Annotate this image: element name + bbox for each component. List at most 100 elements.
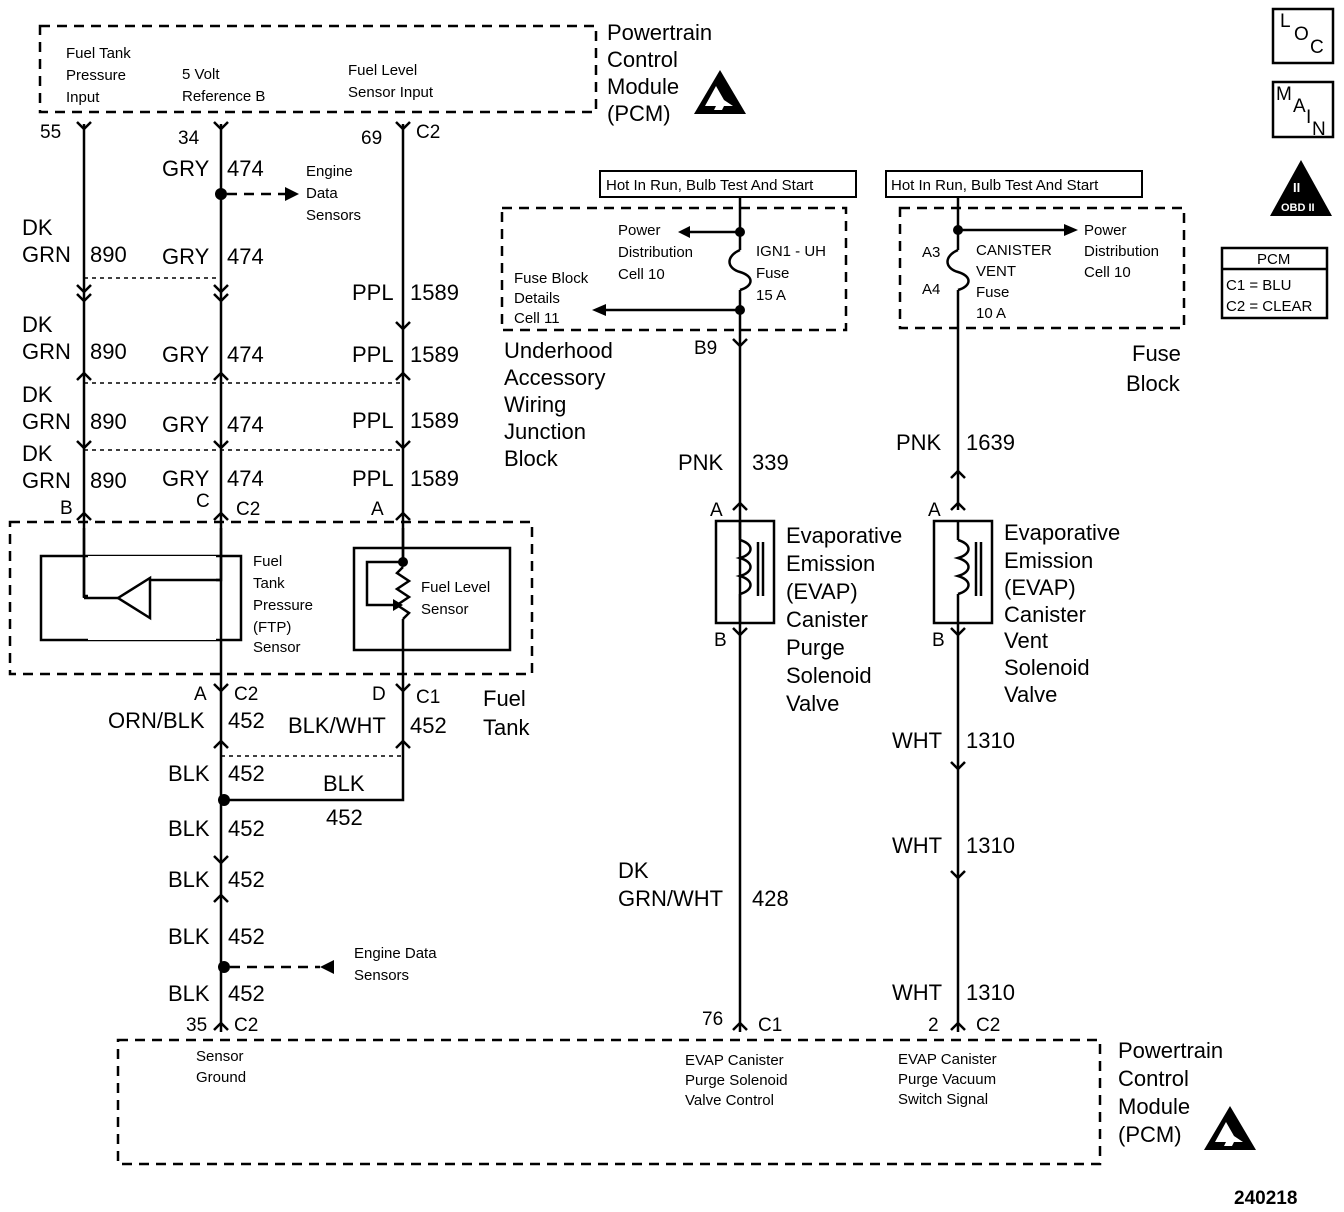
purge-control-text: Purge Solenoid xyxy=(685,1072,788,1089)
pin-a3-label: A3 xyxy=(922,244,940,261)
ground-wires xyxy=(218,690,405,1032)
underhood-block-label: Underhood Accessory Wiring Junction Bloc… xyxy=(504,338,613,471)
pcm-top-box xyxy=(38,24,598,114)
engine-data-sensors-text: Sensors xyxy=(306,207,361,224)
pin-a-label: A xyxy=(371,499,384,520)
wire-circuit-label: 452 xyxy=(228,981,265,1006)
wire-circuit-label: 452 xyxy=(410,713,447,738)
wire-color-label: BLK xyxy=(168,981,210,1006)
wire-circuit-label: 1639 xyxy=(966,430,1015,455)
arrow-left-icon xyxy=(320,960,334,974)
pin-c-label: C xyxy=(196,491,210,512)
pin-35-label: 35 xyxy=(186,1015,207,1036)
ftp-sensor-symbol xyxy=(82,528,223,690)
pcm-legend-title: PCM xyxy=(1257,251,1290,268)
wire-color-label: BLK xyxy=(168,867,210,892)
hot-in-run-text: Hot In Run, Bulb Test And Start xyxy=(606,177,814,194)
pcm-fuel-tank-pressure-input-label: Fuel Tank xyxy=(66,45,131,62)
ftp-sensor-text: Pressure xyxy=(253,597,313,614)
power-distribution-text: Distribution xyxy=(618,244,693,261)
wire-color-label: BLK xyxy=(168,761,210,786)
pin-2-label: 2 xyxy=(928,1015,939,1036)
wire-circuit-label: 452 xyxy=(326,805,363,830)
fuse-name-text: 10 A xyxy=(976,305,1006,322)
main-letter: A xyxy=(1293,96,1306,117)
pin-b9-label: B9 xyxy=(694,338,717,359)
underhood-power-dist-label: Power Distribution Cell 10 xyxy=(618,222,693,283)
wire-color-label: WHT xyxy=(892,980,942,1005)
sensor-ground-text: Sensor xyxy=(196,1048,244,1065)
wire-circuit-label: 890 xyxy=(90,409,127,434)
main-badge: M A I N xyxy=(1271,80,1335,140)
hot-in-run-banner-2 xyxy=(885,170,1143,198)
vent-solenoid-text: Vent xyxy=(1004,628,1048,653)
pin-a-label: A xyxy=(194,684,207,705)
pcm-fuel-level-input-label: Fuel Level xyxy=(348,62,417,79)
sensor-ground-text: Ground xyxy=(196,1069,246,1086)
fuse-block-details-label: Fuse Block Details Cell 11 xyxy=(514,270,589,327)
pin-76-label: 76 xyxy=(702,1009,723,1030)
pcm-fuel-level-input-label: Sensor Input xyxy=(348,84,434,101)
canister-vent-fuse-symbol xyxy=(946,197,1078,510)
pcm-5v-reference-label: Reference B xyxy=(182,88,265,105)
wire-color-label: BLK xyxy=(323,771,365,796)
pcm-top-title-line: (PCM) xyxy=(607,101,671,126)
fuse-name-text: 15 A xyxy=(756,287,786,304)
wire-color-label: GRY xyxy=(162,342,210,367)
wire-color-label: DK xyxy=(22,215,53,240)
connector-c2-label: C2 xyxy=(234,684,258,705)
connector-c2-label: C2 xyxy=(236,499,260,520)
purge-solenoid-text: Purge xyxy=(786,635,845,660)
fuel-tank-text: Tank xyxy=(483,715,530,740)
pin-a-label: A xyxy=(928,500,941,521)
wire-color-label: DK xyxy=(618,858,649,883)
fuse-name-text: VENT xyxy=(976,263,1016,280)
pcm-bottom-title-line: Module xyxy=(1118,1094,1190,1119)
purge-solenoid-text: Evaporative xyxy=(786,523,902,548)
ftp-sensor-text: Tank xyxy=(253,575,285,592)
pcm-fuel-tank-pressure-input-label: Pressure xyxy=(66,67,126,84)
ign1-fuse-label: IGN1 - UH Fuse 15 A xyxy=(756,243,826,304)
engine-data-sensors-text: Engine Data xyxy=(354,945,437,962)
purge-control-text: Valve Control xyxy=(685,1092,774,1109)
pcm-fuel-tank-pressure-input-label: Input xyxy=(66,89,100,106)
underhood-block-text: Block xyxy=(504,446,559,471)
fuse-block-text: Block xyxy=(1126,371,1181,396)
purge-solenoid-text: Solenoid xyxy=(786,663,872,688)
main-letter: I xyxy=(1306,107,1311,128)
fuel-tank-label: Fuel Tank xyxy=(483,686,530,740)
wire-color-label: PPL xyxy=(352,408,394,433)
vent-circuit-wire xyxy=(950,469,966,1032)
wire-color-label: WHT xyxy=(892,728,942,753)
pin-b-label: B xyxy=(932,630,945,651)
wire-color-label: GRY xyxy=(162,156,210,181)
wire-circuit-label: 890 xyxy=(90,242,127,267)
purge-solenoid-label: Evaporative Emission (EVAP) Canister Pur… xyxy=(786,523,902,716)
purge-solenoid-text: Canister xyxy=(786,607,868,632)
wire-color-label: PPL xyxy=(352,342,394,367)
power-distribution-text: Power xyxy=(1084,222,1127,239)
pin-d-label: D xyxy=(372,684,386,705)
wire-color-label: GRY xyxy=(162,412,210,437)
obd-ii-badge: II OBD II xyxy=(1270,160,1332,216)
underhood-block-text: Junction xyxy=(504,419,586,444)
engine-data-sensors-text: Sensors xyxy=(354,967,409,984)
wire-circuit-label: 452 xyxy=(228,761,265,786)
loc-letter: L xyxy=(1280,11,1291,32)
wire-circuit-label: 452 xyxy=(228,816,265,841)
wire-circuit-label: 1589 xyxy=(410,280,459,305)
pcm-legend-c2: C2 = CLEAR xyxy=(1226,298,1312,315)
wire-circuit-label: 1589 xyxy=(410,408,459,433)
vacuum-switch-text: EVAP Canister xyxy=(898,1051,997,1068)
esd-warning-icon xyxy=(1204,1106,1256,1150)
ftp-sensor-text: Sensor xyxy=(253,639,301,656)
wire-circuit-label: 1310 xyxy=(966,833,1015,858)
wire-color-label: GRY xyxy=(162,244,210,269)
loc-letter: O xyxy=(1294,24,1309,45)
wire-circuit-label: 474 xyxy=(227,244,264,269)
pcm-bottom-box xyxy=(116,1038,1102,1166)
wire-color-label: DK xyxy=(22,441,53,466)
fuse-block-text: Fuse xyxy=(1132,341,1181,366)
pcm-bottom-pin-labels: Sensor Ground EVAP Canister Purge Soleno… xyxy=(196,1048,997,1109)
wire-circuit-label: 452 xyxy=(228,867,265,892)
